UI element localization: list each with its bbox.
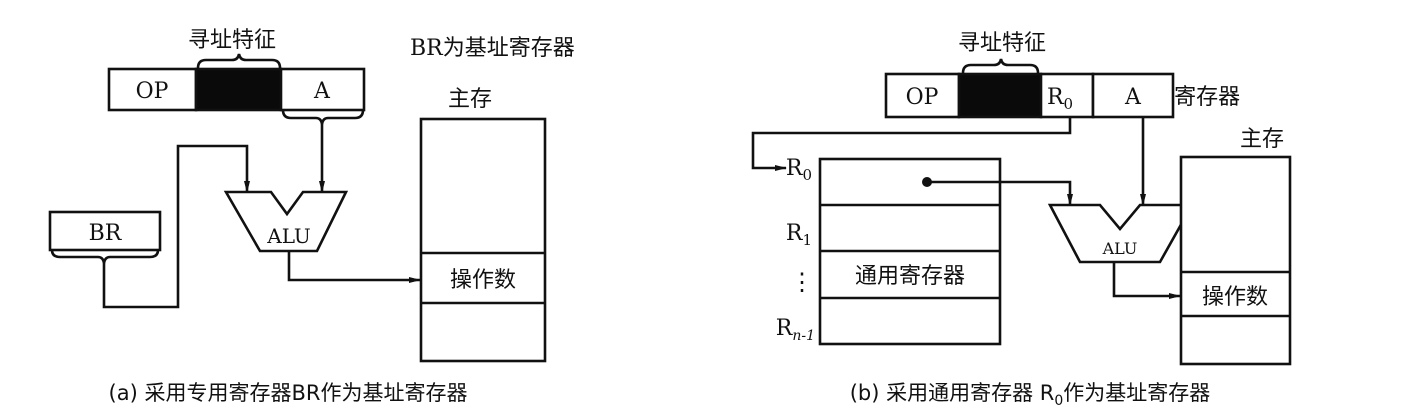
alu-label: ALU [266, 224, 311, 248]
addressing-feature-field [957, 72, 1043, 119]
alu-b [1047, 203, 1195, 264]
a-label: A [313, 79, 331, 104]
br-base-register-note: BR为基址寄存器 [410, 36, 575, 61]
caption-b: (b) 采用通用寄存器 R0作为基址寄存器 [850, 381, 1211, 409]
main-memory-label: 主存 [1240, 127, 1284, 152]
addressing-feature-brace [961, 58, 1040, 74]
br-to-alu-path [102, 144, 250, 309]
r0-to-alu-path [927, 180, 1073, 206]
caption-a: (a) 采用专用寄存器BR作为基址寄存器 [109, 381, 468, 405]
alu-to-memory-arrow [287, 251, 421, 283]
panel-a: 寻址特征 BR为基址寄存器 OP A BR ALU 主存 操作数 (a) 采用专… [48, 28, 575, 405]
r0-label: R0 [1047, 85, 1073, 113]
reg-label-r0: R0 [786, 156, 812, 184]
address-field-a [279, 67, 366, 112]
op-field [107, 67, 198, 112]
op-field [884, 72, 961, 119]
reg-label-rn-1: Rn-1 [776, 316, 815, 344]
panel-b: 寻址特征 R0为基址寄存器 OP R0 A R0 R1 ⋮ Rn-1 通用寄存器 [751, 31, 1292, 409]
alu-to-memory-arrow [1112, 262, 1181, 299]
addressing-feature-brace [196, 53, 282, 69]
instruction-format-a: OP A [107, 67, 366, 112]
op-label: OP [906, 85, 939, 110]
alu-a [223, 190, 349, 253]
operand-label: 操作数 [1202, 285, 1268, 310]
main-memory-label: 主存 [448, 87, 492, 112]
br-brace [50, 249, 160, 264]
addressing-feature-field [194, 67, 283, 112]
br-label: BR [89, 221, 123, 246]
alu-label: ALU [1102, 239, 1138, 258]
operand-label: 操作数 [450, 268, 516, 293]
addressing-feature-label: 寻址特征 [188, 28, 276, 53]
a-label: A [1124, 85, 1142, 110]
main-memory [1179, 155, 1292, 366]
reg-ellipsis: ⋮ [790, 268, 814, 296]
general-register-label: 通用寄存器 [855, 264, 965, 289]
address-field-a [1091, 72, 1175, 119]
instruction-format-b: OP R0 A [884, 72, 1175, 119]
r0-select-path [751, 117, 1072, 171]
op-label: OP [136, 79, 169, 104]
a-field-brace [281, 109, 365, 125]
reg-label-r1: R1 [786, 221, 812, 249]
main-memory [419, 117, 547, 363]
br-register [48, 210, 162, 252]
addressing-feature-label: 寻址特征 [958, 31, 1046, 56]
